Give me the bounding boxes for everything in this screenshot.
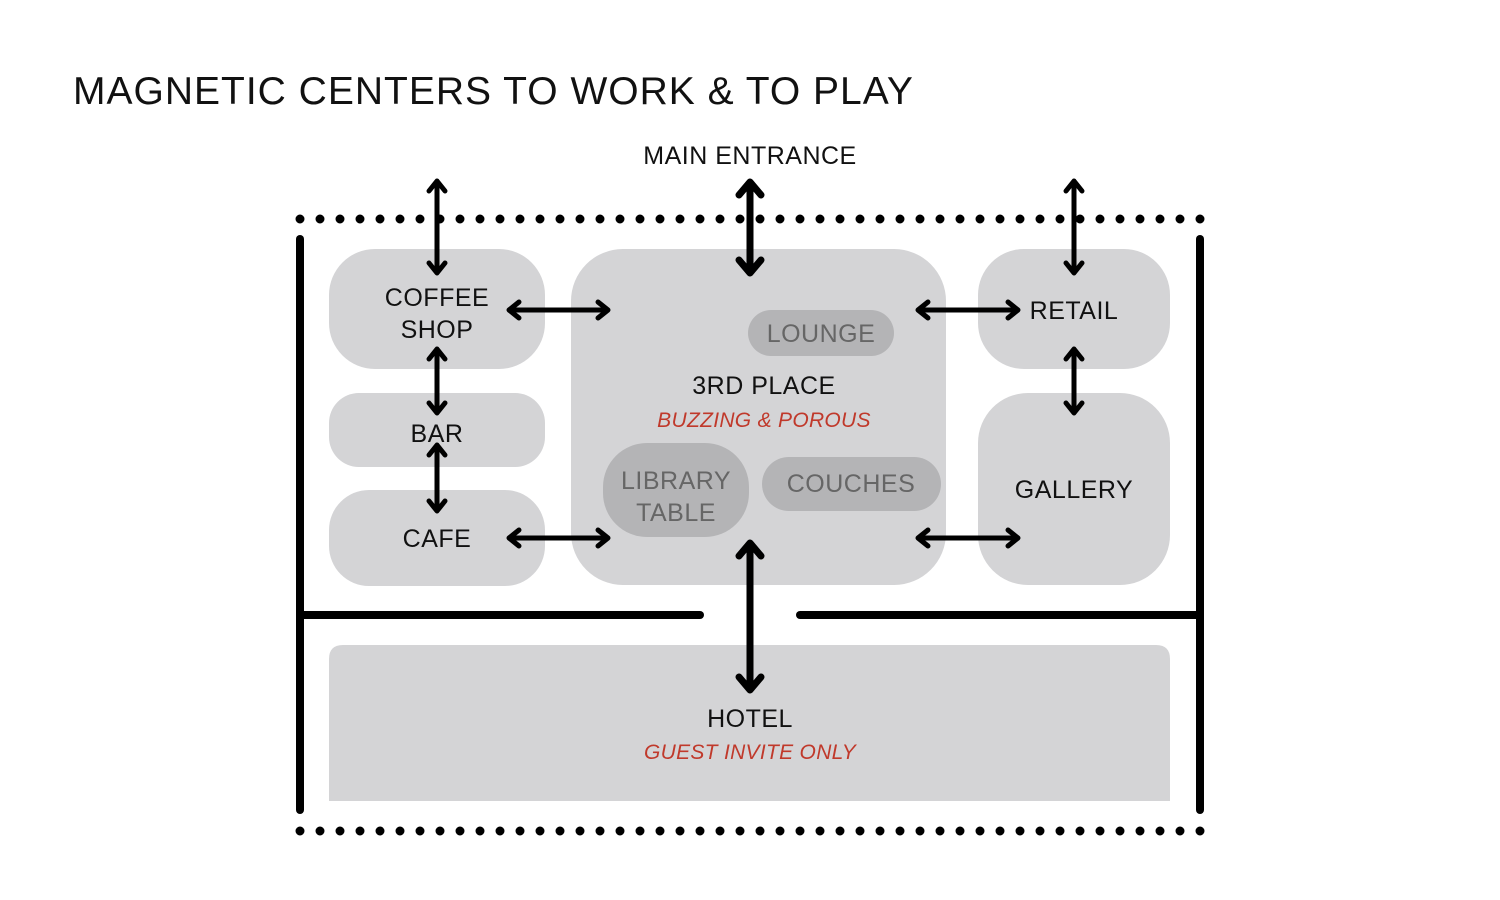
third-place-to-hotel-arrow <box>735 539 765 694</box>
coffee-shop-zone <box>329 249 545 369</box>
third-place-to-gallery-arrow <box>915 527 1021 549</box>
lounge-zone <box>748 310 894 356</box>
retail-zone <box>978 249 1170 369</box>
third-place-to-retail-arrow <box>915 299 1021 321</box>
coffee-shop-label-line-2: SHOP <box>401 316 474 344</box>
cafe-zone <box>329 490 545 586</box>
main-entrance-arrow <box>735 178 765 277</box>
diagram-title: MAGNETIC CENTERS TO WORK & TO PLAY <box>73 70 914 113</box>
bar-zone <box>329 393 545 467</box>
cafe-label: CAFE <box>403 525 472 553</box>
hotel-label: HOTEL <box>707 705 793 733</box>
lounge-label: LOUNGE <box>767 320 876 348</box>
retail-label: RETAIL <box>1030 297 1119 325</box>
hotel-zone <box>329 645 1170 801</box>
library-table-label-line-1: LIBRARY <box>621 467 731 495</box>
retail-to-gallery-arrow <box>1063 346 1085 416</box>
library-table-label-line-2: TABLE <box>636 499 716 527</box>
entrance-to-coffee-shop-arrow <box>426 178 448 276</box>
entrance-to-retail-arrow <box>1063 178 1085 276</box>
coffee-shop-to-bar-arrow <box>426 346 448 416</box>
third-place-note: BUZZING & POROUS <box>657 409 871 432</box>
couches-label: COUCHES <box>787 470 916 498</box>
coffee-shop-to-third-place-arrow <box>506 299 611 321</box>
couches-zone <box>762 457 941 511</box>
cafe-to-third-place-arrow <box>506 527 611 549</box>
gallery-zone <box>978 393 1170 585</box>
third-place-label: 3RD PLACE <box>692 372 835 400</box>
library-table-zone <box>603 443 749 537</box>
gallery-label: GALLERY <box>1015 476 1133 504</box>
hotel-note: GUEST INVITE ONLY <box>644 741 858 764</box>
main-entrance-label: MAIN ENTRANCE <box>643 142 856 170</box>
bar-to-cafe-arrow <box>426 442 448 514</box>
coffee-shop-label-line-1: COFFEE <box>385 284 489 312</box>
